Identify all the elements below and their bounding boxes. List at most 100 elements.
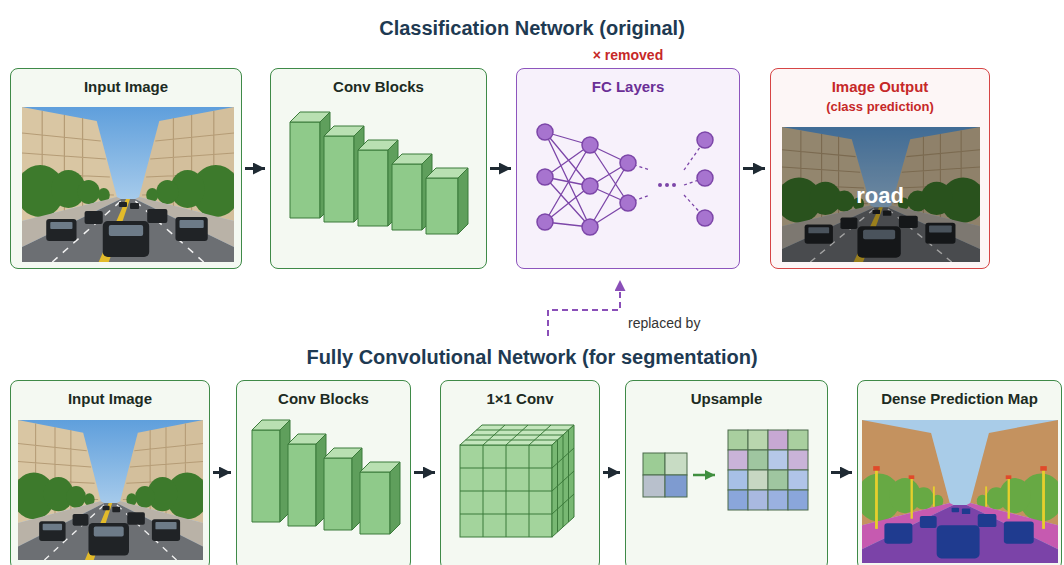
conv-block-symbol [458,168,468,234]
upsample-grid-symbol [768,470,788,490]
flow-arrow [245,167,265,170]
conv-cube-symbol [552,425,574,537]
arrow-note: replaced by [628,315,700,332]
conv-block-symbol [288,444,316,526]
upsample-grid-symbol [768,450,788,470]
conv-block-symbol [290,122,320,218]
fc-network-symbol [697,170,713,186]
flow-arrow [490,167,511,170]
conv-block-symbol [390,462,400,534]
box-subheading: (class prediction) [826,99,934,115]
box-heading: Input Image [68,390,152,409]
fc-network-symbol [672,183,676,187]
prediction-map-box: Dense Prediction Map [857,380,1062,565]
upsample-grid-symbol [665,475,687,497]
upsample-grid-symbol [728,490,748,510]
fc-network-symbol [537,124,713,235]
status-note: × removed [593,47,663,64]
upsample-box: Upsample [625,380,828,565]
box-heading: Conv Blocks [278,390,369,409]
upsample-grid-symbol [643,430,808,510]
conv-block-symbol [426,178,458,234]
conv-block-symbol [324,458,352,530]
conv-block-symbol [252,430,280,522]
conv-blocks-box: Conv Blocks [270,68,487,269]
fc-network-symbol [545,132,628,227]
fc-layers-box: FC Layers [516,68,740,269]
fc-network-symbol [620,155,636,171]
box-heading: Upsample [691,390,763,409]
section-title: Fully Convolutional Network (for segment… [306,345,757,369]
box-heading: Dense Prediction Map [881,390,1038,409]
fc-network-symbol [537,124,553,140]
street-photo [13,420,209,560]
flow-arrow [414,471,435,474]
fc-network-symbol [537,214,553,230]
flow-arrow [213,471,231,474]
fc-network-symbol [658,183,676,187]
upsample-grid-symbol [748,470,768,490]
box-fill [516,68,740,269]
conv-cube-symbol [460,445,552,537]
box-fill [236,380,411,565]
fc-network-symbol [537,169,553,185]
fc-network-symbol [665,183,669,187]
upsample-grid-symbol [788,450,808,470]
box-heading: Conv Blocks [333,78,424,97]
upsample-arrow [693,474,715,477]
upsample-grid-symbol [768,430,788,450]
segmentation-map [856,420,1063,563]
street-photo [16,107,240,262]
box-fill [10,380,210,565]
conv-block-symbol [358,150,388,226]
fc-network-symbol [582,178,598,194]
flow-arrow [831,471,852,474]
box-heading: Image Output [832,78,929,97]
conv-cube-symbol [552,430,574,532]
replacement-arrow [548,280,620,336]
conv-block-symbol [324,136,354,222]
fc-network-symbol [697,210,713,226]
box-fill [440,380,600,565]
upsample-grid-symbol [788,430,808,450]
fc-network-symbol [582,219,598,235]
class-label: road [856,183,904,209]
street-photo [782,127,980,262]
conv-box: 1×1 Conv [440,380,600,565]
fc-network-symbol [620,195,636,211]
box-heading: Input Image [84,78,168,97]
conv-cube-symbol [460,425,574,537]
conv-block-symbol [360,472,390,534]
box-fill [625,380,828,565]
conv-cube-symbol [466,425,569,445]
upsample-grid-symbol [768,490,788,510]
upsample-arrow [693,475,715,476]
box-heading: FC Layers [592,78,665,97]
flow-arrow [743,167,765,170]
upsample-grid-symbol [748,490,768,510]
fc-network-symbol [537,124,713,235]
upsample-grid-symbol [788,470,808,490]
diagram-title: Classification Network (original) [379,16,685,40]
conv-block-symbol [392,164,422,230]
conv-block-symbol [252,112,468,534]
box-fill [270,68,487,269]
upsample-grid-symbol [728,470,748,490]
upsample-grid-symbol [788,490,808,510]
output-box: Image Output (class prediction) [770,68,990,269]
street-photo [776,127,985,262]
upsample-grid-symbol [643,453,665,475]
fc-network-symbol [658,183,662,187]
upsample-grid-symbol [748,450,768,470]
conv-cube-symbol [460,445,552,537]
box-fill [770,68,990,269]
segmentation-map [856,420,1063,563]
input-image-box: Input Image [10,380,210,565]
street-photo [13,107,986,560]
upsample-grid-symbol [748,430,768,450]
upsample-grid-symbol [728,450,748,470]
connector-group [213,169,852,473]
upsample-grid-symbol [643,475,665,497]
box-fill [10,68,242,269]
